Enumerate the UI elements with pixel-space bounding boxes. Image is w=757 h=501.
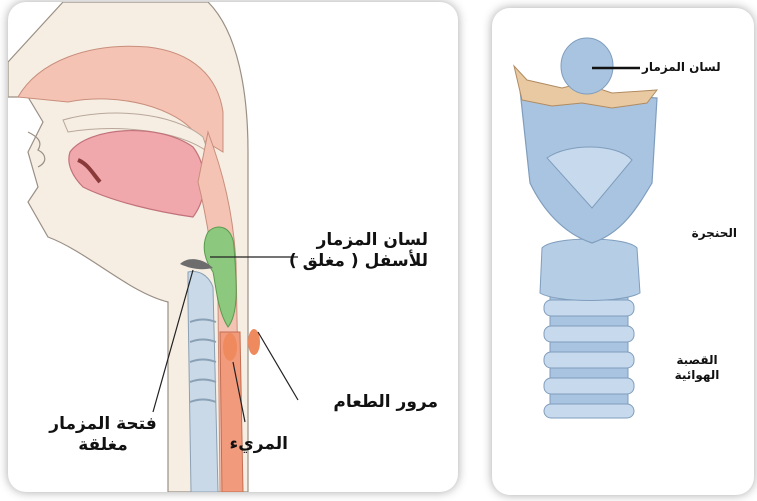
food-pointer <box>258 332 298 400</box>
swallowing-section-panel: لسان المزمار للأسفل ( مغلق ) مرور الطعام… <box>8 2 458 492</box>
glottis-closed-label: فتحة المزمار مغلقة <box>28 414 178 457</box>
epiglottis-top <box>561 38 613 94</box>
trachea-label: القصبة الهوائية <box>662 353 732 383</box>
larynx-illustration <box>492 8 754 495</box>
larynx-label: الحنجرة <box>667 226 737 241</box>
larynx-panel: لسان المزمار الحنجرة القصبة الهوائية <box>492 8 754 495</box>
food-passage-label: مرور الطعام <box>298 392 438 413</box>
food-bolus <box>223 333 237 361</box>
cricoid-cartilage <box>540 239 640 301</box>
trachea-rings <box>544 288 634 418</box>
esophagus-label: المريء <box>208 434 288 455</box>
epiglottis-closed-label: لسان المزمار للأسفل ( مغلق ) <box>278 230 428 273</box>
epiglottis-label: لسان المزمار <box>642 60 742 75</box>
